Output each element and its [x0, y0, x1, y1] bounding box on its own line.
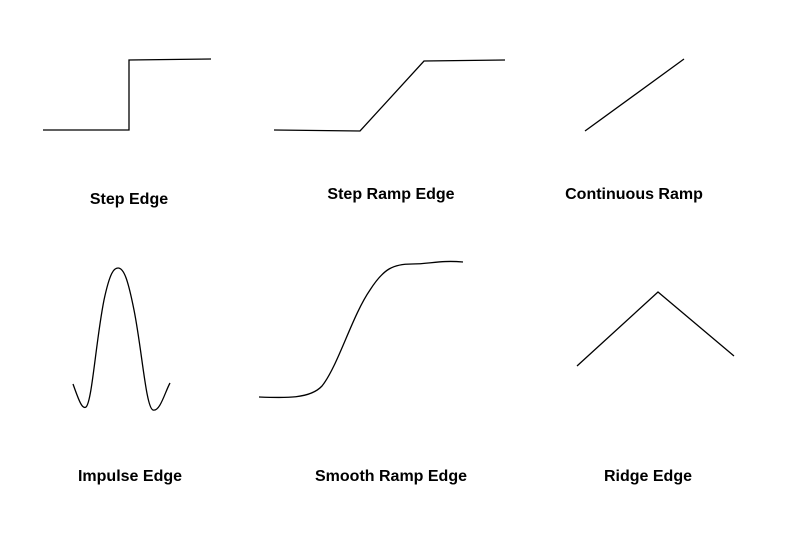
smooth-ramp-edge-label: Smooth Ramp Edge	[314, 468, 468, 485]
impulse-edge-label: Impulse Edge	[77, 468, 183, 485]
step-edge-label: Step Edge	[89, 191, 169, 208]
step-ramp-edge-curve	[273, 59, 506, 132]
continuous-ramp-label: Continuous Ramp	[565, 186, 703, 203]
ridge-edge-label: Ridge Edge	[603, 468, 693, 485]
ridge-edge-curve	[576, 291, 735, 367]
step-edge-curve	[43, 58, 212, 131]
continuous-ramp-curve	[584, 58, 685, 132]
step-ramp-edge-label: Step Ramp Edge	[327, 186, 455, 203]
smooth-ramp-edge-curve	[258, 260, 464, 399]
impulse-edge-curve	[72, 267, 171, 411]
